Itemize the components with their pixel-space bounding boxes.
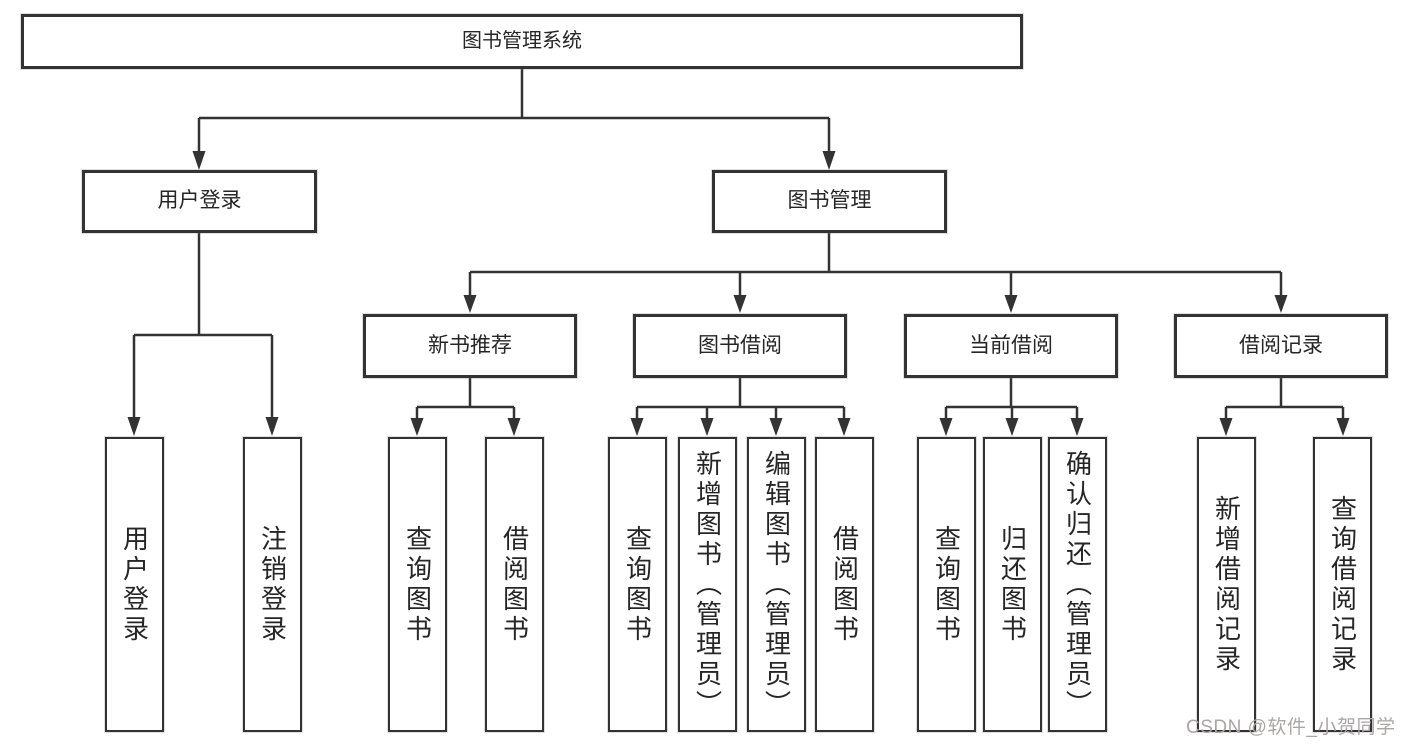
connector-borrow-records-to-leaves <box>1224 378 1345 419</box>
leaf-return-book: 归还图书 <box>983 437 1042 732</box>
connector-new-book-recommend-to-leaves <box>415 378 516 419</box>
leaf-query-borrow-record: 查询借阅记录 <box>1313 437 1372 732</box>
leaf-confirm-return-admin: 确认归还（管理员） <box>1048 437 1107 732</box>
leaf-query-books-current: 查询图书 <box>917 437 976 732</box>
leaf-add-book-admin: 新增图书（管理员） <box>678 437 737 732</box>
leaf-add-borrow-record: 新增借阅记录 <box>1197 437 1256 732</box>
leaf-query-books-recommend: 查询图书 <box>388 437 447 732</box>
connector-book-borrow-to-leaves <box>635 378 846 419</box>
node-library-system: 图书管理系统 <box>21 14 1023 69</box>
node-current-borrow: 当前借阅 <box>904 314 1118 378</box>
node-book-management: 图书管理 <box>712 170 947 233</box>
connector-current-borrow-to-leaves <box>944 378 1079 419</box>
leaf-edit-book-admin: 编辑图书（管理员） <box>747 437 806 732</box>
leaf-logout: 注销登录 <box>243 437 302 732</box>
leaf-user-login: 用户登录 <box>105 437 164 732</box>
node-user-login: 用户登录 <box>82 170 317 233</box>
leaf-borrow-books: 借阅图书 <box>815 437 874 732</box>
leaf-query-books-borrow: 查询图书 <box>608 437 667 732</box>
connector-user-login-to-leaves <box>132 233 274 418</box>
node-new-book-recommend: 新书推荐 <box>363 314 577 378</box>
connector-book-management-to-level3 <box>468 232 1283 296</box>
node-borrow-records: 借阅记录 <box>1174 314 1388 378</box>
csdn-watermark: CSDN @软件_小贺同学 <box>1186 717 1396 738</box>
arrowheads <box>127 151 1350 436</box>
leaf-borrow-books-recommend: 借阅图书 <box>485 437 544 732</box>
connector-root-to-level2 <box>197 69 831 152</box>
node-book-borrow: 图书借阅 <box>633 314 847 378</box>
